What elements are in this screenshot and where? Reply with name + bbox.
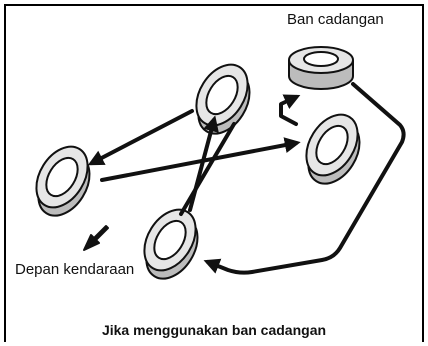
arrow-front-left-to-rear-right: [100, 137, 301, 182]
spare-tire-icon: [288, 46, 354, 90]
rotation-arrows: [87, 82, 406, 275]
frame-top-border: [4, 4, 424, 6]
arrow-cross-line: [179, 122, 236, 216]
front-direction-arrow-icon: [83, 225, 109, 251]
figure-caption: Jika menggunakan ban cadangan: [101, 322, 327, 338]
arrow-rear-right-to-spare: [279, 94, 301, 126]
tire-icon: [35, 145, 91, 217]
frame-right-border: [422, 4, 424, 342]
tire-icon: [195, 63, 251, 135]
vehicle-front-label: Depan kendaraan: [15, 261, 135, 278]
arrow-rear-left-to-front-left: [87, 109, 194, 166]
tire-icon: [143, 208, 199, 280]
tire-icon: [305, 113, 361, 185]
arrow-spare-to-front-right: [203, 82, 406, 275]
spare-tire-label: Ban cadangan: [287, 11, 384, 28]
frame-left-border: [4, 4, 6, 342]
